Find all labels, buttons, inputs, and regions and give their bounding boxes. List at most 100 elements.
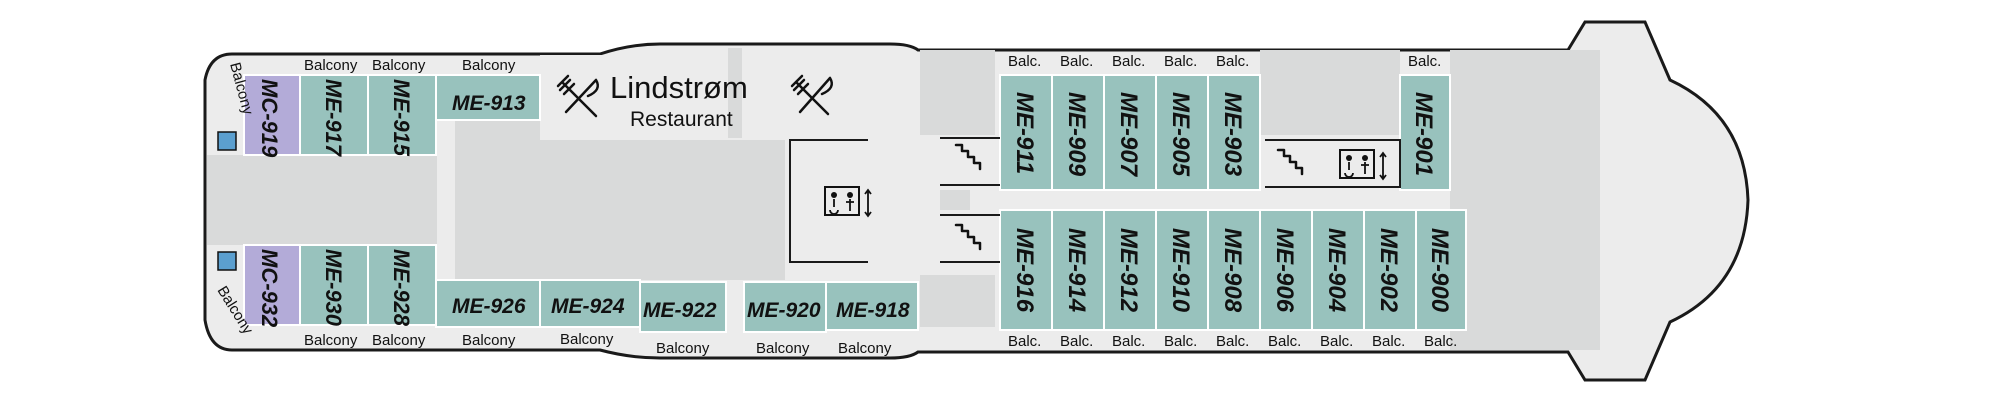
mid-lobby bbox=[1260, 50, 1400, 135]
balcony-label: Balc. bbox=[1268, 333, 1301, 350]
cabin-label: ME-900 bbox=[1426, 228, 1453, 313]
cutlery-icon bbox=[556, 74, 599, 118]
cabin-label: ME-914 bbox=[1063, 228, 1090, 312]
balcony-label: Balc. bbox=[1008, 53, 1041, 70]
balcony-label: Balcony bbox=[304, 57, 358, 74]
cabin-me-924[interactable] bbox=[539, 279, 641, 328]
balcony-label: Balc. bbox=[1164, 53, 1197, 70]
cabin-me-903[interactable] bbox=[1207, 74, 1261, 191]
cabin-label: ME-911 bbox=[1011, 92, 1038, 174]
balcony-label: Balc. bbox=[1112, 53, 1145, 70]
cabin-label: ME-909 bbox=[1063, 92, 1090, 177]
cabin-label: ME-926 bbox=[452, 295, 526, 318]
cabin-me-911[interactable] bbox=[999, 74, 1053, 191]
cabin-label: MC-932 bbox=[257, 249, 282, 328]
cabin-mc-932[interactable] bbox=[243, 244, 301, 326]
cabin-me-915[interactable] bbox=[367, 74, 437, 156]
cabin-label: ME-910 bbox=[1167, 228, 1194, 313]
elevator-icon bbox=[824, 186, 872, 218]
cabin-me-909[interactable] bbox=[1051, 74, 1105, 191]
balcony-label: Balc. bbox=[1008, 333, 1041, 350]
restaurant-floor bbox=[455, 120, 785, 280]
cabin-label: ME-922 bbox=[643, 299, 717, 322]
balcony-label: Balc. bbox=[1164, 333, 1197, 350]
restaurant-name: Lindstrøm bbox=[610, 70, 748, 105]
cabin-me-918[interactable] bbox=[825, 281, 919, 331]
balcony-label: Balc. bbox=[1216, 53, 1249, 70]
stairs-outline-fwd bbox=[1265, 139, 1401, 188]
cabin-me-906[interactable] bbox=[1259, 209, 1313, 331]
balcony-label: Balcony bbox=[372, 332, 426, 349]
cabin-label: ME-902 bbox=[1375, 228, 1402, 313]
cabin-label: ME-908 bbox=[1219, 228, 1246, 313]
cabin-label: ME-913 bbox=[452, 92, 526, 115]
window-icon bbox=[217, 131, 237, 151]
balcony-label: Balc. bbox=[1372, 333, 1405, 350]
elevator-core-outline bbox=[789, 139, 868, 263]
stairs-icon bbox=[954, 223, 982, 251]
balcony-label: Balcony bbox=[756, 340, 810, 357]
cabin-label: ME-906 bbox=[1271, 228, 1298, 313]
service-area-fwd bbox=[920, 50, 995, 135]
cabin-label: ME-928 bbox=[389, 249, 414, 327]
balcony-label: Balcony bbox=[372, 57, 426, 74]
cabin-me-910[interactable] bbox=[1155, 209, 1209, 331]
balcony-label: Balcony bbox=[656, 340, 710, 357]
balcony-label: Balcony bbox=[462, 57, 516, 74]
cabin-me-912[interactable] bbox=[1103, 209, 1157, 331]
balcony-label: Balc. bbox=[1408, 53, 1441, 70]
corridor-aft-upper bbox=[207, 155, 437, 245]
balcony-label: Balcony bbox=[560, 331, 614, 348]
balcony-label: Balcony bbox=[838, 340, 892, 357]
stairs-icon bbox=[1276, 148, 1304, 176]
cabin-me-901[interactable] bbox=[1399, 74, 1451, 191]
cabin-me-900[interactable] bbox=[1415, 209, 1467, 331]
cabin-me-920[interactable] bbox=[743, 281, 827, 333]
balcony-label: Balc. bbox=[1112, 333, 1145, 350]
cabin-me-928[interactable] bbox=[367, 244, 437, 326]
cabin-me-913[interactable] bbox=[435, 74, 541, 121]
cabin-me-922[interactable] bbox=[639, 281, 727, 333]
balcony-label: Balc. bbox=[1060, 333, 1093, 350]
forward-area bbox=[1450, 50, 1600, 350]
window-icon bbox=[217, 251, 237, 271]
service-area-mid bbox=[728, 48, 742, 138]
restaurant-subtitle: Restaurant bbox=[630, 108, 733, 131]
balcony-label: Balcony bbox=[462, 332, 516, 349]
balcony-label: Balc. bbox=[1216, 333, 1249, 350]
stairs-outline-upper bbox=[940, 137, 1000, 186]
cutlery-icon bbox=[790, 74, 833, 116]
stairs-icon bbox=[954, 143, 982, 171]
balcony-label: Balcony bbox=[304, 332, 358, 349]
cabin-label: ME-916 bbox=[1011, 228, 1038, 313]
cabin-label: ME-907 bbox=[1115, 92, 1142, 178]
service-area-low bbox=[920, 275, 995, 327]
cabin-label: MC-919 bbox=[257, 79, 282, 158]
cabin-me-926[interactable] bbox=[435, 279, 541, 328]
cabin-label: ME-901 bbox=[1410, 92, 1437, 176]
cabin-me-908[interactable] bbox=[1207, 209, 1261, 331]
cabin-label: ME-912 bbox=[1115, 228, 1142, 313]
cabin-label: ME-920 bbox=[747, 299, 821, 322]
cabin-me-904[interactable] bbox=[1311, 209, 1365, 331]
cabin-label: ME-924 bbox=[551, 295, 625, 318]
cabin-label: ME-904 bbox=[1323, 228, 1350, 312]
cabin-label: ME-905 bbox=[1167, 92, 1194, 177]
cabin-label: ME-915 bbox=[389, 79, 414, 157]
cabin-me-905[interactable] bbox=[1155, 74, 1209, 191]
stairs-outline-lower bbox=[940, 214, 1000, 263]
cabin-me-917[interactable] bbox=[299, 74, 369, 156]
balcony-label: Balc. bbox=[1060, 53, 1093, 70]
cabin-label: ME-918 bbox=[836, 299, 910, 322]
cabin-me-914[interactable] bbox=[1051, 209, 1105, 331]
cabin-label: ME-930 bbox=[321, 249, 346, 327]
balcony-label: Balc. bbox=[1320, 333, 1353, 350]
cabin-label: ME-917 bbox=[321, 79, 346, 158]
cabin-mc-919[interactable] bbox=[243, 74, 301, 156]
elevator-icon bbox=[1339, 149, 1387, 181]
cabin-label: ME-903 bbox=[1219, 92, 1246, 177]
corridor-fwd bbox=[940, 190, 970, 210]
cabin-me-907[interactable] bbox=[1103, 74, 1157, 191]
balcony-label: Balc. bbox=[1424, 333, 1457, 350]
